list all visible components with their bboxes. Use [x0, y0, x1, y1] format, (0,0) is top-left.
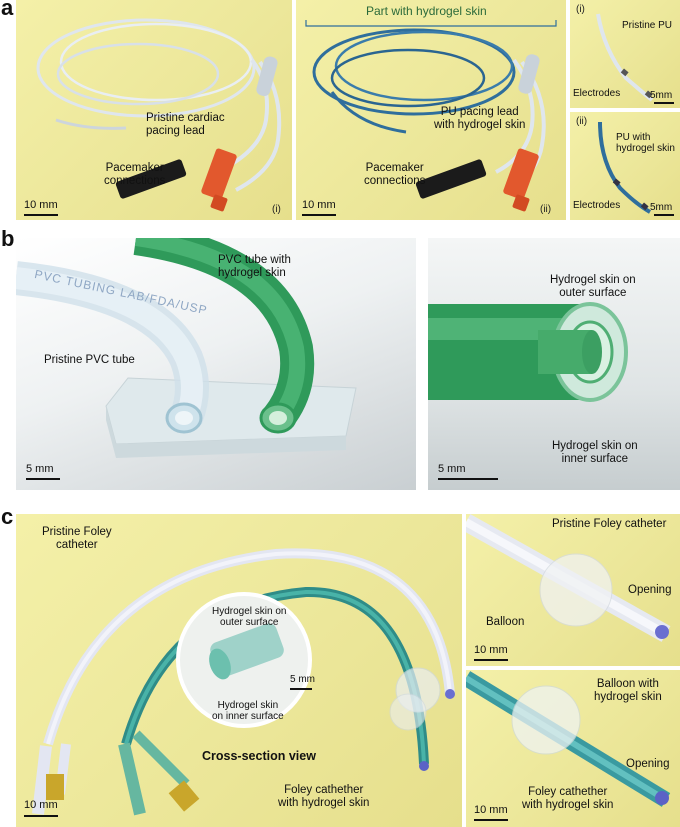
- scale-bar-b-right: [438, 478, 498, 480]
- sub-label-a-i: (i): [272, 204, 281, 215]
- scale-bar-c-inset: [290, 688, 312, 690]
- panel-a-left-photo: Pristine cardiac pacing lead Pacemaker c…: [16, 0, 292, 220]
- scale-label-c-left: 10 mm: [24, 799, 58, 811]
- foley-gel-label: Foley cathether with hydrogel skin: [278, 784, 370, 809]
- gel-balloon-closeup: [466, 671, 671, 807]
- pristine-balloon-closeup: [466, 514, 671, 642]
- panel-c-letter: c: [1, 504, 14, 529]
- pacing-lead-illustration: [36, 18, 282, 212]
- pristine-pvc-label: Pristine PVC tube: [44, 354, 135, 366]
- outer-surface-label-b: Hydrogel skin on outer surface: [550, 274, 636, 299]
- pristine-lead-label: Pristine cardiac pacing lead: [146, 112, 225, 137]
- panel-b-letter: b: [1, 226, 15, 251]
- panel-c-right-top-photo: Pristine Foley catheter Balloon Opening …: [466, 514, 680, 666]
- scale-bar-a-right-i: [654, 102, 674, 104]
- scale-label-a-i: 10 mm: [24, 199, 58, 211]
- scale-bar-a-right-ii: [654, 214, 674, 216]
- hydrogel-part-header: Part with hydrogel skin: [366, 4, 487, 18]
- pristine-pu-label: Pristine PU: [622, 20, 673, 31]
- scale-label-a-right-ii: 5mm: [650, 202, 673, 213]
- pu-gel-label: PU with hydrogel skin: [616, 132, 675, 154]
- pristine-foley-label: Pristine Foley catheter: [42, 526, 112, 551]
- opening-label-top: Opening: [628, 584, 672, 596]
- gel-lead-illustration: [305, 20, 557, 212]
- scale-label-c-inset: 5 mm: [290, 674, 315, 685]
- outer-surface-label-c: Hydrogel skin on outer surface: [212, 606, 287, 628]
- panel-a-mid-photo: Part with hydrogel skin PU pacing lead w…: [296, 0, 566, 220]
- pvc-tubes-illustration: [16, 238, 357, 458]
- panel-a-letter: a: [1, 0, 14, 20]
- panel-c-right-bottom-photo: Balloon with hydrogel skin Opening Foley…: [466, 670, 680, 827]
- foley-gel-label-right: Foley cathether with hydrogel skin: [522, 786, 614, 811]
- foley-catheter-illustration: [32, 548, 455, 816]
- electrodes-label-i: Electrodes: [573, 88, 621, 99]
- panel-a-right-bottom-photo: (ii) PU with hydrogel skin Electrodes 5m…: [570, 112, 680, 220]
- scale-label-a-right-i: 5mm: [650, 90, 673, 101]
- sub-label-a-ii: (ii): [540, 204, 552, 215]
- pristine-pu-closeup: [596, 13, 654, 102]
- scale-label-c-right-bottom: 10 mm: [474, 804, 508, 816]
- scale-bar-c-right-bottom: [474, 819, 508, 821]
- pvc-tube-closeup: [428, 302, 628, 402]
- electrodes-label-ii: Electrodes: [573, 200, 621, 211]
- scale-bar-c-right-top: [474, 659, 508, 661]
- panel-b-right-photo: Hydrogel skin on outer surface Hydrogel …: [428, 238, 680, 490]
- inner-surface-label-b: Hydrogel skin on inner surface: [552, 440, 638, 465]
- sub-label-a-right-i: (i): [576, 4, 585, 15]
- pacemaker-connections-label-i: Pacemaker connections: [104, 162, 166, 187]
- pacemaker-connections-label-ii: Pacemaker connections: [364, 162, 426, 187]
- scale-bar-a-ii: [302, 214, 336, 216]
- cross-section-title: Cross-section view: [202, 749, 316, 763]
- scale-bar-a-i: [24, 214, 58, 216]
- pu-lead-gel-label: PU pacing lead with hydrogel skin: [434, 106, 526, 131]
- pvc-gel-label: PVC tube with hydrogel skin: [218, 254, 291, 279]
- panel-c-left-photo: Pristine Foley catheter Hydrogel skin on…: [16, 514, 462, 827]
- panel-a-right-top-photo: (i) Pristine PU Electrodes 5mm: [570, 0, 680, 108]
- scale-label-b-left: 5 mm: [26, 463, 54, 475]
- pristine-foley-label-right: Pristine Foley catheter: [552, 518, 667, 530]
- panel-b-left-photo: PVC TUBING LAB/FDA/USP PVC tube with hyd…: [16, 238, 416, 490]
- balloon-gel-label: Balloon with hydrogel skin: [594, 678, 662, 703]
- scale-label-a-ii: 10 mm: [302, 199, 336, 211]
- balloon-label: Balloon: [486, 616, 525, 628]
- gel-pu-closeup: [598, 121, 652, 214]
- scale-label-b-right: 5 mm: [438, 463, 466, 475]
- sub-label-a-right-ii: (ii): [576, 116, 588, 127]
- scale-bar-b-left: [26, 478, 60, 480]
- scale-label-c-right-top: 10 mm: [474, 644, 508, 656]
- opening-label-bottom: Opening: [626, 758, 670, 770]
- scale-bar-c-left: [24, 815, 58, 817]
- inner-surface-label-c: Hydrogel skin on inner surface: [212, 700, 284, 722]
